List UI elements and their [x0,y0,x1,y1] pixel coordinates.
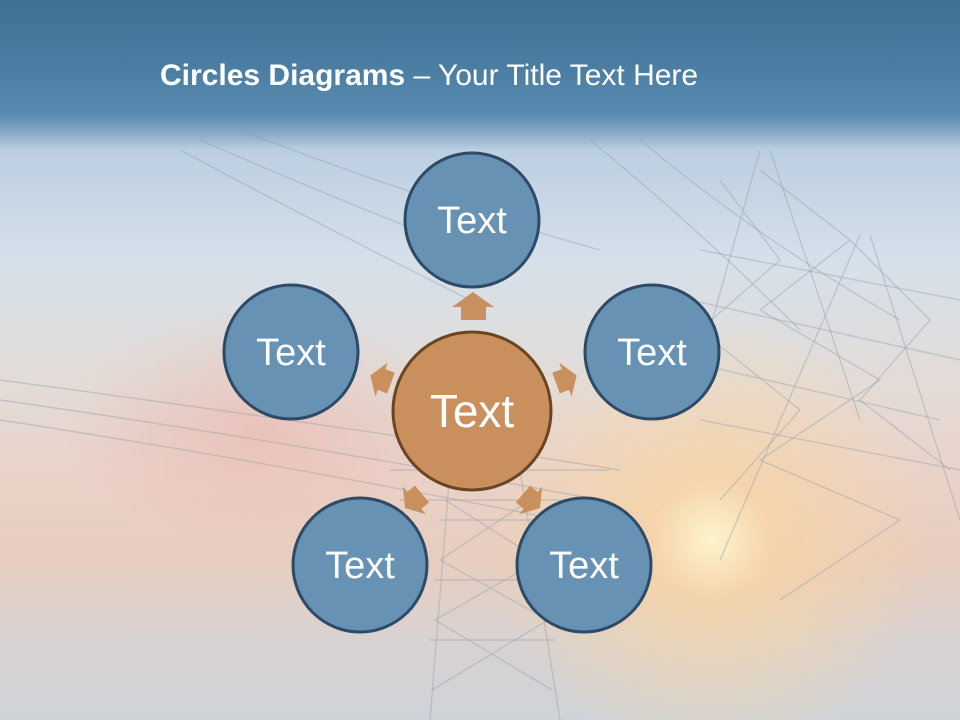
title-bar [0,0,960,150]
slide-title: Circles Diagrams – Your Title Text Here [160,54,698,98]
circle-lower-right-label: Text [549,545,619,587]
arrow-upper-right [552,362,577,397]
title-rest-part: Your Title Text Here [437,59,699,92]
title-dash: – [405,59,438,92]
circle-upper-right[interactable]: Text [583,283,721,421]
circle-lower-left[interactable]: Text [291,496,429,634]
arrow-lower-left [402,485,430,515]
circle-top[interactable]: Text [403,151,541,289]
arrow-top [452,292,494,320]
circle-lower-left-label: Text [325,545,395,587]
circle-center-label: Text [430,385,515,437]
arrow-lower-right [515,485,543,515]
circle-upper-left-label: Text [256,332,326,374]
circle-upper-right-label: Text [617,332,687,374]
arrow-upper-left [370,362,395,397]
connector-arrows [370,292,577,515]
circle-upper-left[interactable]: Text [222,283,360,421]
title-bold-part: Circles Diagrams [160,59,406,92]
circle-lower-right[interactable]: Text [515,496,653,634]
circle-center[interactable]: Text [391,330,553,492]
circle-top-label: Text [437,200,507,242]
